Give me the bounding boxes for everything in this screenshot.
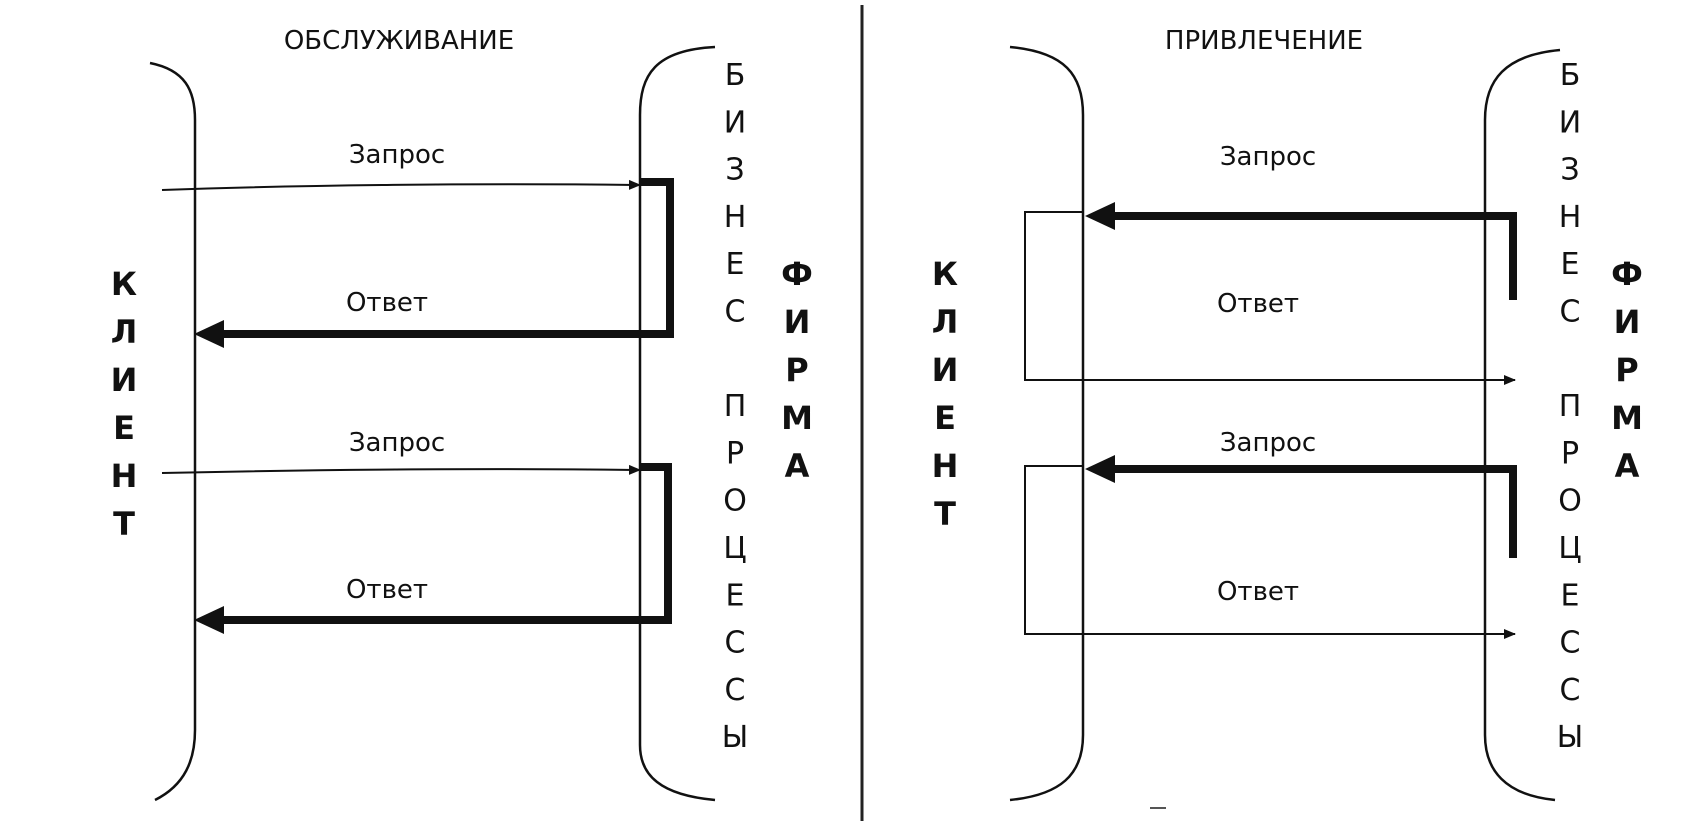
left-client-letter: Е	[113, 409, 135, 447]
left-client-letter: И	[111, 361, 138, 399]
right-client-letter: Е	[934, 399, 956, 437]
left-client-letter: Т	[113, 505, 135, 543]
right-business-letter: Н	[1559, 200, 1582, 235]
left-panel: ОБСЛУЖИВАНИЕ Запрос Ответ Запрос Ответ К…	[111, 26, 813, 802]
right-business-letter: И	[1559, 105, 1581, 140]
left-business-bracket	[638, 45, 716, 802]
left-business-letter: С	[725, 673, 746, 708]
right-client-letter: Т	[934, 495, 956, 533]
right-request-label-2: Запрос	[1220, 428, 1316, 458]
left-business-letter: Р	[726, 436, 744, 471]
right-client-letter: К	[932, 255, 958, 293]
right-business-letter: Е	[1561, 578, 1580, 613]
left-response-arrowhead-2	[194, 606, 224, 634]
right-business-bracket	[1483, 48, 1561, 802]
left-response-arrowhead-1	[194, 320, 224, 348]
right-request-loop-1	[1105, 212, 1517, 300]
right-request-label-1: Запрос	[1220, 142, 1316, 172]
right-firm-letter: А	[1615, 447, 1640, 485]
left-response-label-1: Ответ	[346, 288, 428, 318]
right-request-loop-2	[1105, 465, 1517, 558]
left-firm-letter: Р	[785, 351, 808, 389]
right-business-letter: Б	[1560, 58, 1581, 93]
right-request-arrowhead-1	[1085, 202, 1115, 230]
left-business-letter: С	[725, 626, 746, 661]
left-firm-letter: И	[784, 303, 811, 341]
left-business-letter: О	[723, 484, 747, 519]
right-client-bracket	[1009, 45, 1085, 802]
right-business-letter: С	[1560, 673, 1581, 708]
left-request-label-2: Запрос	[349, 428, 445, 458]
right-panel: ПРИВЛЕЧЕНИЕ Запрос Ответ Запрос Ответ КЛ…	[932, 26, 1643, 809]
left-response-label-2: Ответ	[346, 575, 428, 605]
right-panel-title: ПРИВЛЕЧЕНИЕ	[1165, 26, 1363, 56]
right-response-loop-2	[1024, 465, 1516, 639]
left-request-arrow-1	[161, 179, 641, 191]
left-business-letter: Б	[725, 58, 746, 93]
left-client-letter: Л	[111, 313, 138, 351]
right-firm-letter: М	[1611, 399, 1643, 437]
left-request-arrow-2	[161, 464, 641, 475]
left-business-letter: С	[725, 295, 746, 330]
right-business-letter: Ц	[1558, 531, 1581, 566]
left-business-letter: Е	[726, 247, 745, 282]
left-panel-title: ОБСЛУЖИВАНИЕ	[284, 26, 514, 56]
right-business-letter: О	[1558, 484, 1582, 519]
left-client-bracket	[149, 61, 197, 802]
right-business-letter: Ы	[1557, 720, 1583, 755]
right-client-letter: Л	[932, 303, 959, 341]
right-business-letter: С	[1560, 626, 1581, 661]
right-request-arrowhead-2	[1085, 455, 1115, 483]
left-firm-letter: М	[781, 399, 813, 437]
right-firm-letter: Р	[1615, 351, 1638, 389]
right-response-label-2: Ответ	[1217, 577, 1299, 607]
left-business-letter: П	[724, 389, 747, 424]
left-business-letter: Н	[724, 200, 747, 235]
left-business-letter: Ы	[722, 720, 748, 755]
left-business-letter: Е	[726, 578, 745, 613]
right-business-letter: С	[1560, 295, 1581, 330]
left-business-letter: З	[725, 153, 744, 188]
right-response-label-1: Ответ	[1217, 289, 1299, 319]
left-response-loop-2	[212, 463, 672, 624]
left-client-letter: К	[111, 265, 137, 303]
right-firm-letter: И	[1614, 303, 1641, 341]
left-business-letter: Ц	[723, 531, 746, 566]
left-client-letter: Н	[111, 457, 138, 495]
right-client-letter: Н	[932, 447, 959, 485]
left-firm-letter: А	[785, 447, 810, 485]
left-request-label-1: Запрос	[349, 140, 445, 170]
right-response-loop-1	[1024, 211, 1516, 385]
right-business-letter: Е	[1561, 247, 1580, 282]
right-client-letter: И	[932, 351, 959, 389]
left-response-loop-1	[212, 178, 674, 338]
right-firm-letter: Ф	[1611, 255, 1643, 293]
left-firm-letter: Ф	[781, 255, 813, 293]
right-business-letter: З	[1560, 153, 1579, 188]
right-business-letter: Р	[1561, 436, 1579, 471]
right-business-letter: П	[1559, 389, 1582, 424]
left-business-letter: И	[724, 105, 746, 140]
